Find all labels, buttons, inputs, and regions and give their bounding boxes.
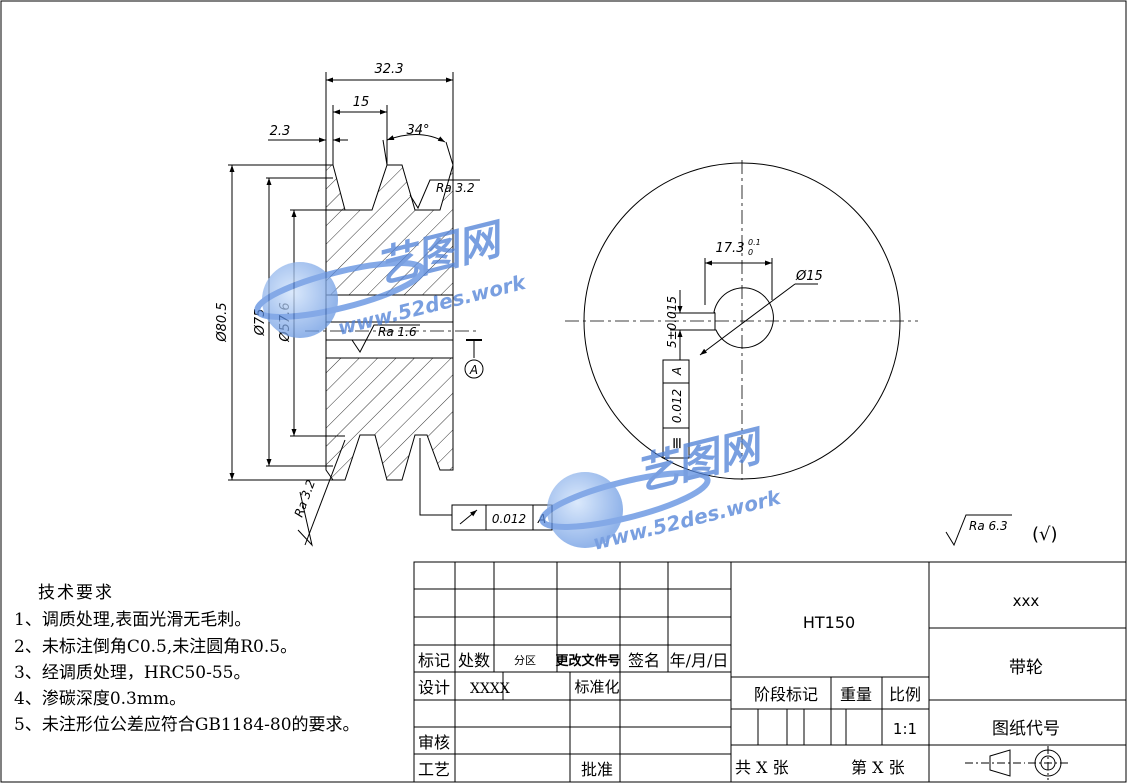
symmetry-datum: A	[670, 367, 684, 376]
tb-scale-value: 1:1	[893, 720, 917, 738]
tech-req-item: 5、未注形位公差应符合GB1184-80的要求。	[14, 715, 360, 735]
title-block	[413, 561, 1127, 783]
symmetry-value: 0.012	[670, 389, 684, 423]
tech-req-item: 2、未标注倒角C0.5,未注圆角R0.5。	[14, 637, 297, 657]
tb-drawing-no-label: 图纸代号	[992, 719, 1060, 739]
tb-count: 处数	[458, 651, 490, 670]
keyway-depth-dim: 17.3	[716, 241, 745, 256]
bore-keyway	[713, 287, 774, 349]
keyway-tol-upper: 0.1	[748, 238, 761, 247]
datum-a-label: A	[469, 363, 478, 377]
tech-req-title: 技术要求	[38, 583, 114, 603]
front-view	[565, 160, 918, 480]
groove-angle-dim: 34°	[406, 123, 429, 138]
tech-requirements: 技术要求 1、调质处理,表面光滑无毛刺。 2、未标注倒角C0.5,未注圆角R0.…	[14, 583, 360, 735]
tb-stage-mark: 阶段标记	[754, 685, 818, 704]
tb-mark: 标记	[418, 651, 450, 670]
bore-dia-dim: Ø15	[795, 269, 823, 284]
groove-pitch-dim: 15	[353, 95, 370, 110]
roughness-side-label: Ra 3.2	[292, 478, 318, 519]
watermark-2: 艺图网 www.52des.work	[539, 420, 784, 555]
general-roughness-label: Ra 6.3	[969, 519, 1008, 533]
tb-total: 共 X 张	[735, 758, 789, 777]
section-lower	[325, 357, 454, 481]
outer-dia-dim: Ø80.5	[215, 302, 230, 342]
tb-date: 年/月/日	[670, 651, 729, 670]
projection-symbol-icon	[965, 746, 1068, 780]
tb-design: 设计	[418, 678, 450, 697]
tb-signature: 签名	[628, 651, 660, 670]
tb-process: 工艺	[418, 760, 450, 779]
tb-sheet: 第 X 张	[851, 758, 905, 777]
tb-change-doc: 更改文件号	[555, 653, 620, 669]
tech-req-item: 4、渗碳深度0.3mm。	[14, 689, 186, 709]
roughness-bore-label: Ra 1.6	[378, 325, 417, 339]
tb-zone: 分区	[514, 654, 536, 667]
symmetry-icon: ≡	[667, 436, 686, 449]
edge-offset-dim: 2.3	[270, 124, 291, 139]
tb-designer: XXXX	[470, 681, 510, 697]
tb-standardize: 标准化	[574, 678, 619, 696]
overall-width-dim: 32.3	[375, 62, 404, 77]
tb-material: HT150	[803, 613, 855, 632]
tb-review: 审核	[418, 733, 450, 752]
tb-approve: 批准	[581, 760, 613, 779]
general-roughness-suffix: (√)	[1032, 524, 1058, 545]
keyway-tol-lower: 0	[748, 248, 753, 257]
tb-weight: 重量	[840, 685, 872, 704]
tech-req-item: 3、经调质处理，HRC50-55。	[14, 663, 250, 683]
tb-part-name: 带轮	[1009, 658, 1043, 678]
general-roughness-icon	[945, 514, 1012, 547]
tb-scale: 比例	[889, 685, 921, 704]
tech-req-item: 1、调质处理,表面光滑无毛刺。	[14, 610, 251, 630]
tb-company: xxx	[1013, 592, 1040, 610]
roughness-groove-label: Ra 3.2	[436, 181, 475, 195]
runout-tol-value: 0.012	[492, 512, 526, 526]
keyway-width-dim: 5±0.015	[665, 296, 679, 348]
